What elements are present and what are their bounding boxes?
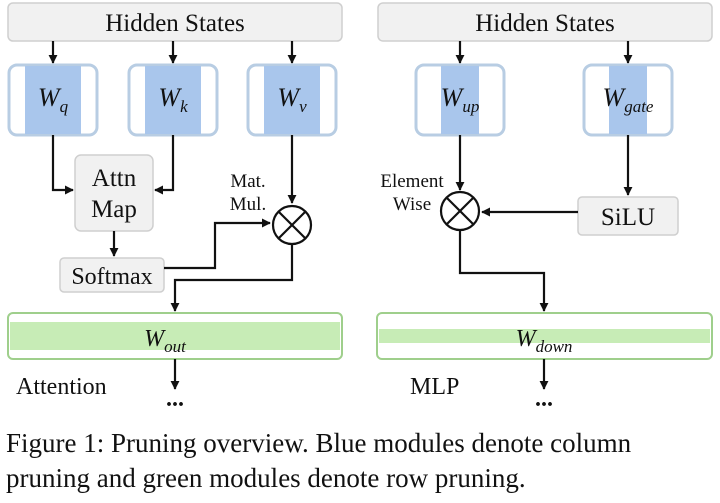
matmul-label-line1: Mat. <box>230 171 265 192</box>
wout-label: Wout <box>144 326 187 356</box>
wup-module: Wup <box>414 63 506 137</box>
arrow-wq-to-attn <box>51 135 74 195</box>
arrow-elementwise-to-wdown <box>458 230 549 312</box>
wv-module: Wv <box>246 63 338 137</box>
wv-label: Wv <box>277 83 307 116</box>
mlp-label: MLP <box>410 374 459 400</box>
attention-ellipsis: ... <box>166 386 184 412</box>
softmax-box <box>59 257 165 293</box>
wgate-module: Wgate <box>582 63 674 137</box>
matmul-label-line2: Mul. <box>230 194 266 215</box>
elementwise-operator <box>439 190 481 232</box>
elementwise-label-line2: Wise <box>393 194 431 215</box>
arrow-wk-to-attn <box>154 135 175 195</box>
attention-hidden-states-box <box>7 2 343 42</box>
silu-label: SiLU <box>601 204 655 231</box>
mlp-hidden-states-label: Hidden States <box>475 10 615 37</box>
wq-module: Wq <box>7 63 99 137</box>
attention-block: Hidden States Wq Wk Wv Attn Map <box>7 2 343 412</box>
softmax-label: Softmax <box>71 264 152 290</box>
silu-box <box>577 196 679 236</box>
wq-label: Wq <box>38 83 69 116</box>
wk-label: Wk <box>158 83 188 116</box>
wdown-label: Wdown <box>516 326 573 356</box>
attention-label: Attention <box>16 374 107 400</box>
figure-caption: Figure 1: Pruning overview. Blue modules… <box>6 428 632 493</box>
attn-map-label-line1: Attn <box>92 165 137 192</box>
mlp-block: Hidden States Wup Wgate Element Wise <box>376 2 713 412</box>
attention-hidden-states-label: Hidden States <box>105 10 245 37</box>
matmul-operator <box>271 204 313 246</box>
arrow-matmul-to-wout <box>170 244 294 312</box>
mlp-ellipsis: ... <box>535 386 553 412</box>
wup-label: Wup <box>441 83 480 116</box>
mlp-hidden-states-box <box>377 2 713 42</box>
attn-map-label-line2: Map <box>91 196 137 223</box>
elementwise-label-line1: Element <box>380 171 444 192</box>
wout-module: Wout <box>7 312 343 360</box>
wgate-label: Wgate <box>603 83 654 116</box>
wk-module: Wk <box>127 63 219 137</box>
arrow-softmax-to-matmul <box>164 218 271 270</box>
wdown-module: Wdown <box>376 312 713 360</box>
